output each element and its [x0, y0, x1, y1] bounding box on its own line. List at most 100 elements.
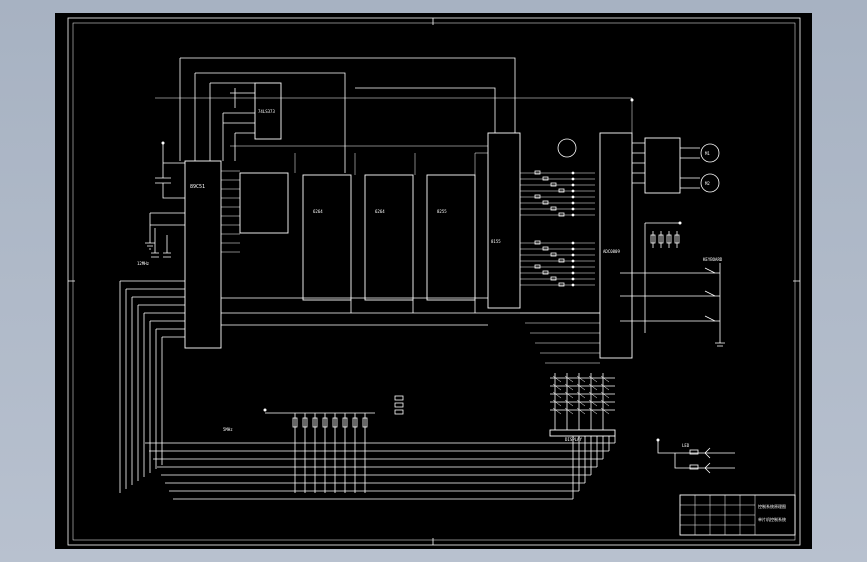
- ladder-resistor: [542, 200, 549, 205]
- ladder-led: [571, 207, 575, 211]
- ladder-resistor: [542, 246, 549, 251]
- adc-u7: ADC0809: [599, 132, 633, 359]
- ladder-resistor: [550, 276, 557, 281]
- ladder-resistor: [558, 188, 565, 193]
- keypad-switch: [552, 391, 562, 399]
- ladder-led: [571, 247, 575, 251]
- mcu-u1: 89C51: [119, 160, 240, 493]
- latch-u2: 74LS373: [230, 82, 282, 140]
- keypad-switch: [588, 391, 598, 399]
- ladder-led: [571, 183, 575, 187]
- latch-u2-part-label: 74LS373: [258, 109, 275, 114]
- keypad-switch: [588, 375, 598, 383]
- controller-to-adc-bus: [520, 312, 600, 364]
- ladder-led: [571, 277, 575, 281]
- keypad-switch: [564, 391, 574, 399]
- keypad-matrix: [550, 373, 615, 430]
- display-resistor: [332, 417, 338, 428]
- display-label: DISPLAY: [565, 437, 582, 442]
- keypad-switch: [564, 383, 574, 391]
- top-buses: [179, 57, 516, 173]
- title-block-sub: 单片机控制系统: [758, 516, 786, 522]
- ram-u3-part-label: 6264: [313, 209, 323, 214]
- keypad-switch: [588, 407, 598, 415]
- crystal-label: 12MHz: [137, 261, 150, 266]
- motor-driver: M1 M2: [155, 97, 720, 194]
- display-resistor: [322, 417, 328, 428]
- schematic-drawing: 89C51 12MHz 74LS373 6264: [67, 17, 801, 546]
- ladder-resistor: [534, 264, 541, 269]
- ladder-led: [571, 189, 575, 193]
- frame-center-marks: [68, 18, 800, 545]
- display-resistor: [352, 417, 358, 428]
- keypad-switch: [552, 407, 562, 415]
- ladder-resistor: [558, 282, 565, 287]
- ladder-led: [571, 177, 575, 181]
- crystal-network: 12MHz: [137, 141, 185, 266]
- ladder-resistor: [542, 270, 549, 275]
- ladder-resistor: [534, 240, 541, 245]
- display-resistor: [302, 417, 308, 428]
- motor-1-label: M1: [705, 151, 710, 156]
- stepper-symbol: [557, 138, 577, 158]
- led-circuit: LED: [656, 438, 735, 474]
- ladder-led: [571, 195, 575, 199]
- keypad-switch: [552, 383, 562, 391]
- display-resistor: [342, 417, 348, 428]
- ladder-resistor: [534, 194, 541, 199]
- drawing-sheet: 89C51 12MHz 74LS373 6264: [55, 13, 812, 549]
- ladder-resistor: [542, 176, 549, 181]
- ladder-resistor: [550, 182, 557, 187]
- clock-label: 5MHz: [223, 427, 233, 432]
- keypad-switch: [564, 399, 574, 407]
- ladder-resistor: [534, 170, 541, 175]
- ladder-resistor: [558, 212, 565, 217]
- led-label: LED: [682, 443, 690, 448]
- controller-u6: 8155: [487, 132, 521, 309]
- ladder-led: [571, 259, 575, 263]
- ram-u4-part-label: 6264: [375, 209, 385, 214]
- address-bus: [230, 145, 488, 175]
- ladder-resistor: [550, 252, 557, 257]
- keypad-switch: [564, 375, 574, 383]
- chip-row: 6264 6264 8255: [239, 172, 476, 301]
- keypad-switch: [600, 391, 610, 399]
- title-block: 控制系统原理图 单片机控制系统: [679, 494, 796, 536]
- display-resistor: [312, 417, 318, 428]
- keypad-switch: [576, 391, 586, 399]
- keypad-switch: [600, 383, 610, 391]
- keypad-switch: [588, 383, 598, 391]
- keyboard-label: KEYBOARD: [703, 257, 723, 262]
- ladder-led: [571, 241, 575, 245]
- motor-2-symbol: [700, 173, 720, 193]
- ladder-led: [571, 171, 575, 175]
- lower-control-bus: [221, 297, 600, 326]
- ladder-led: [571, 213, 575, 217]
- ram-u4: [364, 174, 414, 301]
- ram-u3: [302, 174, 352, 301]
- ladder-led: [571, 253, 575, 257]
- keypad-switch: [576, 407, 586, 415]
- chip-u2b: [239, 172, 289, 234]
- keypad-switch: [576, 383, 586, 391]
- mcu-u1-part-label: 89C51: [190, 184, 205, 190]
- title-block-name: 控制系统原理图: [758, 503, 786, 509]
- motor-1-symbol: [700, 143, 720, 163]
- ppi-u5-part-label: 8255: [437, 209, 447, 214]
- ladder-led: [571, 271, 575, 275]
- adc-u7-part-label: ADC0809: [603, 249, 620, 254]
- motor-2-label: M2: [705, 181, 710, 186]
- inner-frame: [72, 22, 796, 541]
- keypad-switch: [600, 375, 610, 383]
- keypad-switch: [564, 407, 574, 415]
- display-connector: [549, 429, 616, 437]
- ladder-led: [571, 201, 575, 205]
- ladder-resistor: [558, 258, 565, 263]
- ladder-led: [571, 265, 575, 269]
- ppi-u5: [426, 174, 476, 301]
- keypad-switch: [588, 399, 598, 407]
- keypad-switch: [576, 399, 586, 407]
- outer-frame: [67, 17, 801, 546]
- keypad-switch: [552, 399, 562, 407]
